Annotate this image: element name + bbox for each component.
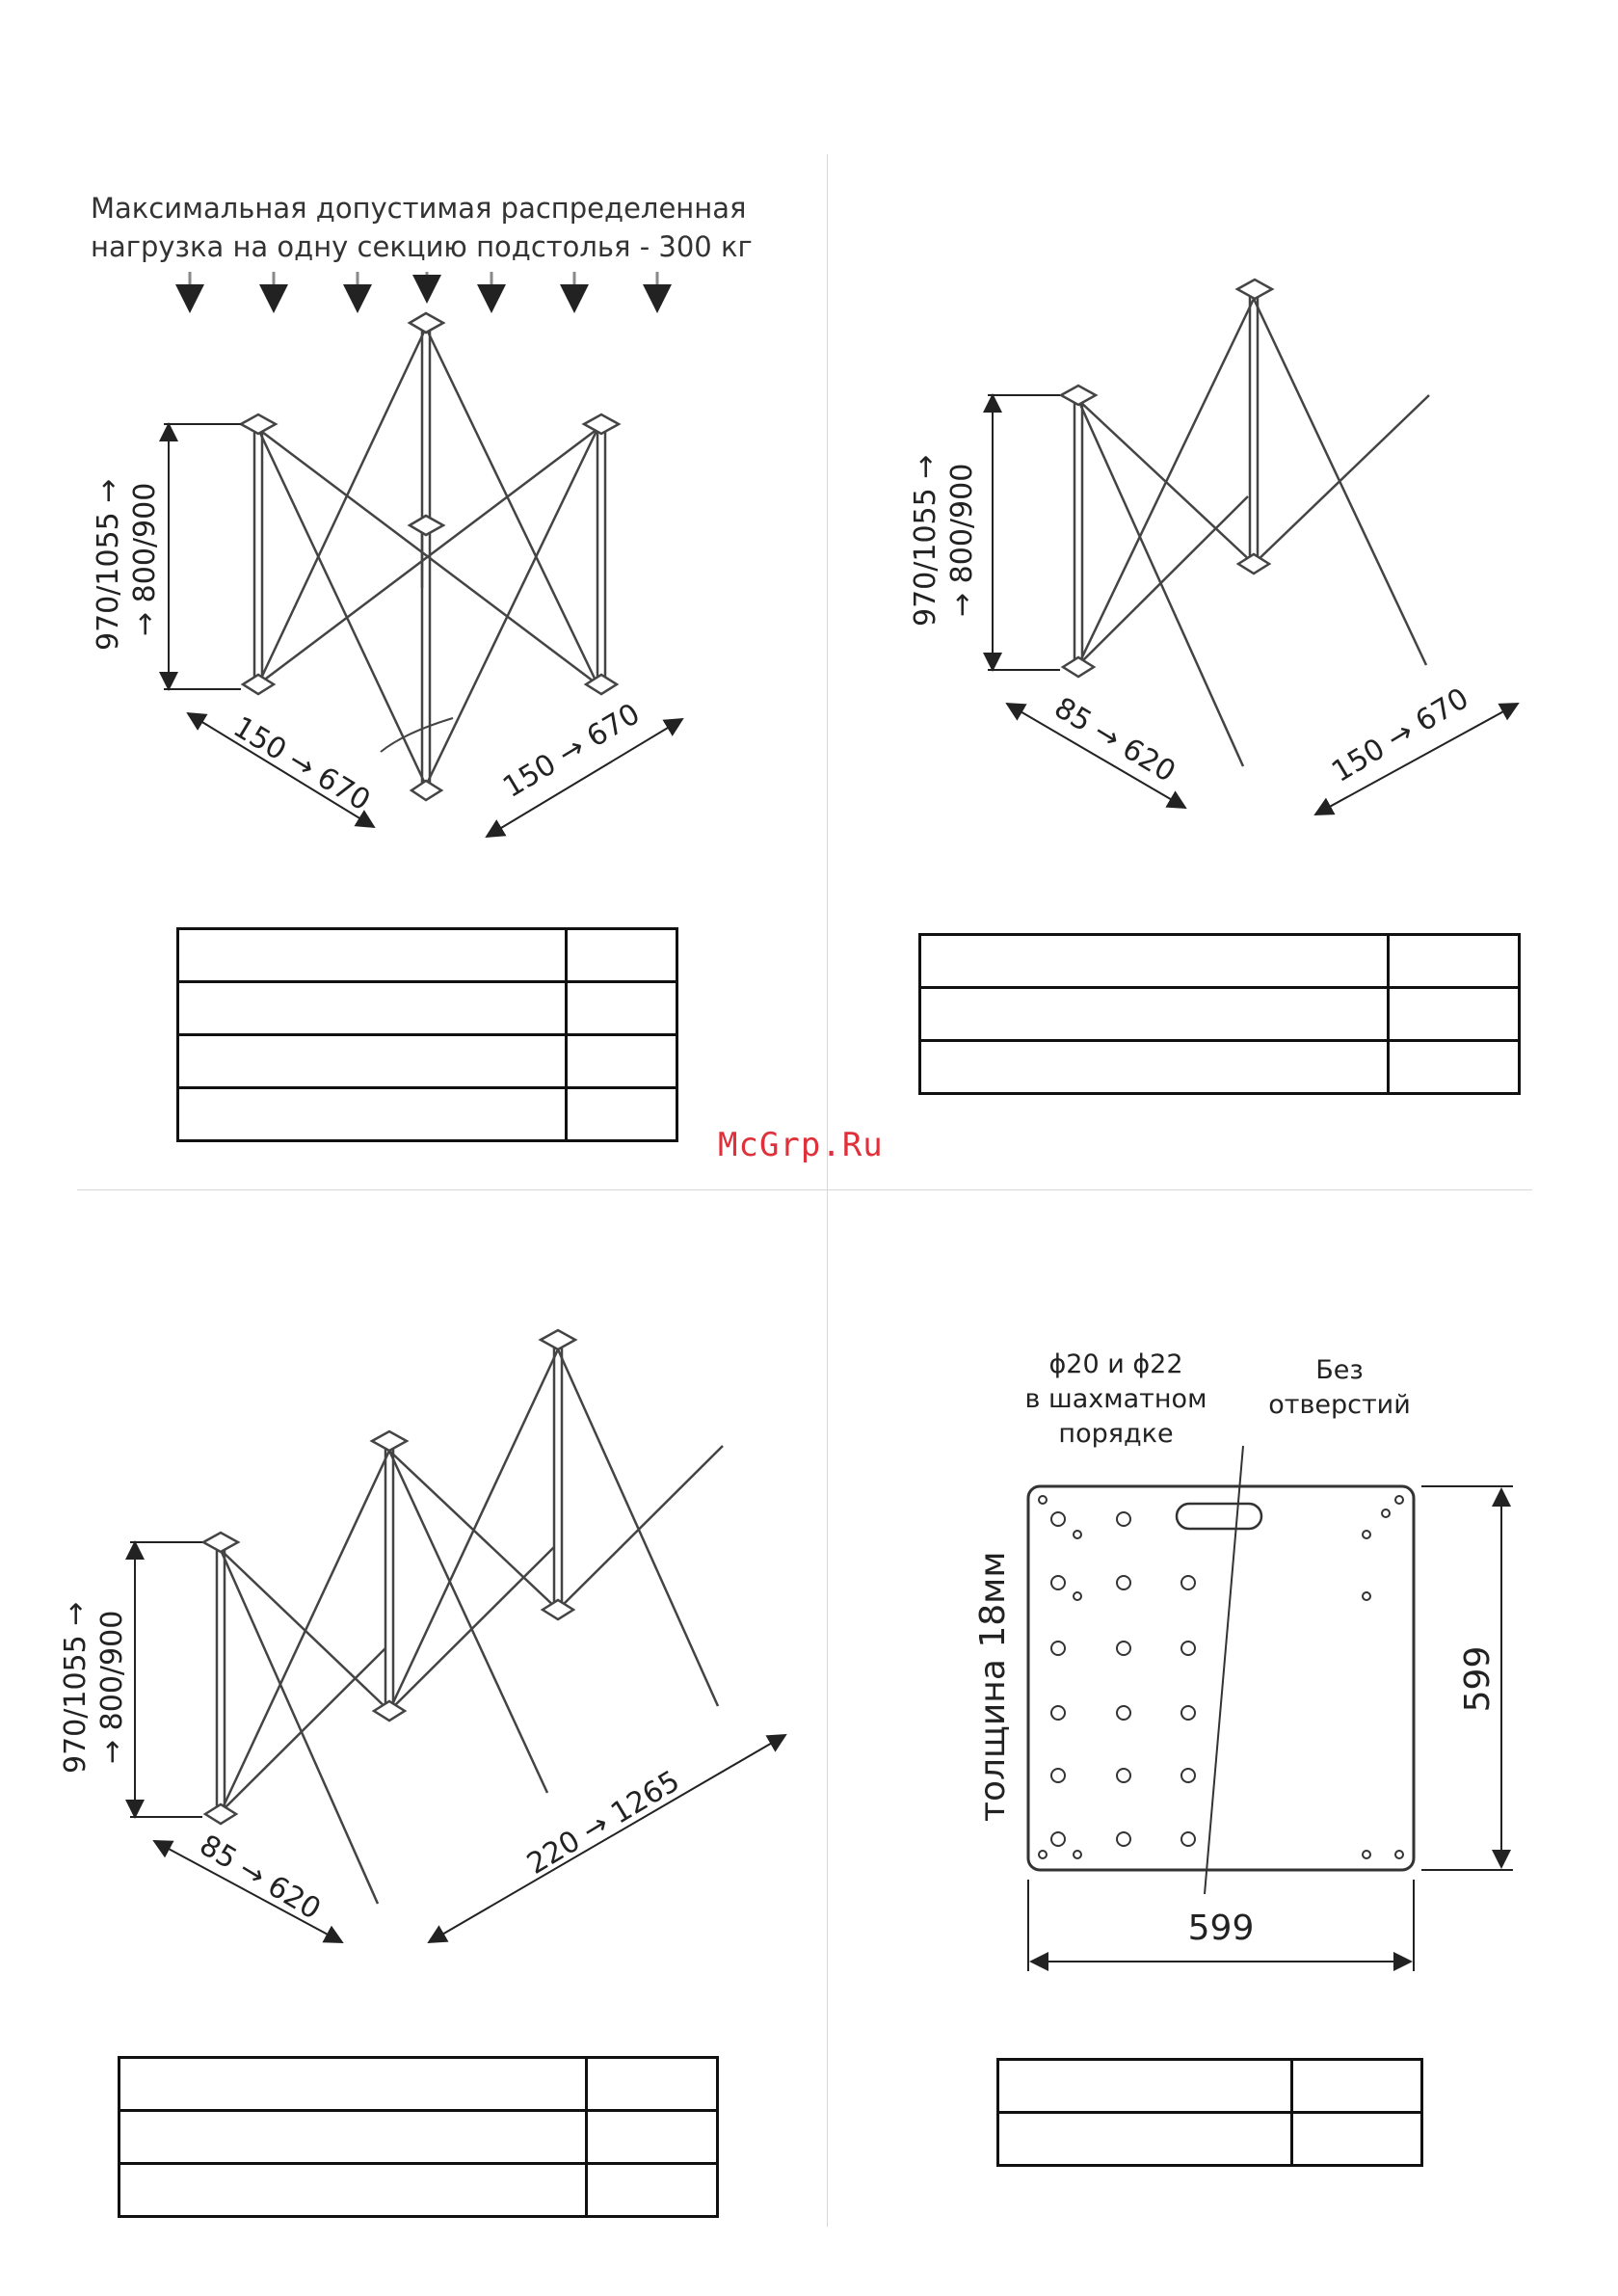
d2-height-label-b: → 800/900: [945, 464, 979, 617]
d1-height-label-a: 970/1055 →: [92, 479, 125, 651]
load-note-line1: Максимальная допустимая распределенная: [91, 192, 747, 225]
d2-height-label-a: 970/1055 →: [909, 455, 942, 627]
dimension-lines-4: [1027, 1485, 1513, 1971]
d4-thickness: толщина 18мм: [973, 1552, 1013, 1822]
horizontal-divider: [77, 1189, 1532, 1190]
d4-holes-line1: ϕ20 и ϕ22: [1048, 1349, 1182, 1379]
spec-table-2: [918, 933, 1521, 1095]
diagram-1: [159, 272, 684, 839]
d3-width-right: 220 → 1265: [521, 1764, 685, 1882]
corner-plates-1: [238, 311, 622, 802]
corner-plates-3: [200, 1328, 578, 1826]
watermark: McGrp.Ru: [718, 1126, 884, 1164]
corner-plates-2: [1058, 278, 1275, 679]
d4-width: 599: [1188, 1909, 1255, 1948]
load-note-line2: нагрузка на одну секцию подстолья - 300 …: [91, 230, 753, 263]
spec-table-3: [118, 2056, 719, 2218]
dimension-lines-3: [125, 1540, 787, 1944]
d1-height-label-b: → 800/900: [128, 483, 162, 636]
leader-line: [1204, 1445, 1244, 1895]
dimension-lines-2: [983, 393, 1520, 815]
base-plate: [1026, 1484, 1416, 1872]
vertical-divider: [827, 154, 828, 2227]
diagram-3: [125, 1328, 787, 1944]
d4-height: 599: [1458, 1646, 1498, 1713]
d3-width-left: 85 → 620: [194, 1829, 327, 1927]
d4-no-holes-line2: отверстий: [1268, 1390, 1411, 1420]
d1-width-right: 150 → 670: [497, 697, 646, 805]
d4-holes-line2: в шахматном: [1025, 1384, 1207, 1414]
dimension-lines-1: [159, 422, 684, 839]
diagram-2: [983, 278, 1520, 815]
handle-slot: [1175, 1502, 1263, 1531]
plate-holes: [1038, 1495, 1404, 1859]
frame-1: [252, 326, 607, 787]
load-note: Максимальная допустимая распределенная н…: [91, 189, 804, 266]
spec-table-4: [996, 2058, 1423, 2167]
d4-holes-line3: порядке: [1058, 1419, 1173, 1449]
d3-height-label-a: 970/1055 →: [59, 1602, 93, 1774]
diagram-4: [1026, 1445, 1513, 1971]
load-arrows: [175, 272, 672, 313]
d3-height-label-b: → 800/900: [95, 1611, 129, 1764]
d1-width-left: 150 → 670: [227, 710, 376, 818]
d4-no-holes-line1: Без: [1315, 1355, 1364, 1385]
spec-table-1: [176, 927, 678, 1142]
d2-width-right: 150 → 670: [1326, 681, 1474, 789]
